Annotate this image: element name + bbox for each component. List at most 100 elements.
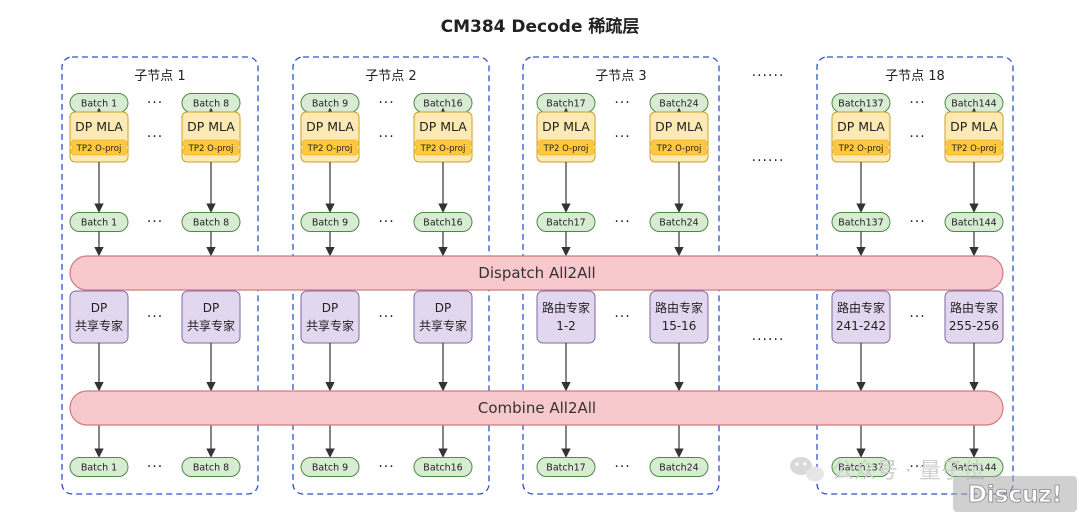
discuz-badge [953, 476, 1077, 512]
mla-right-n1-label: DP MLA [187, 119, 235, 134]
dots-mid-n2: ··· [378, 214, 394, 230]
mla-right-n2-tp-banner [413, 139, 473, 156]
mla-left-n4-tp-banner [831, 139, 891, 156]
batch-mid-left-n1-label: Batch 1 [81, 218, 117, 229]
dispatch-all2all-bar [69, 255, 1004, 291]
expert-right-n4-line-1: 路由专家 [950, 300, 998, 315]
batch-bottom-left-n1-label: Batch 1 [81, 463, 117, 474]
mla-left-n2-tp-label: TP2 O-proj [307, 144, 353, 154]
dispatch-all2all-label: Dispatch All2All [478, 264, 595, 282]
expert-right-n2-line-1: DP [435, 301, 451, 315]
mla-left-n3-tp-label: TP2 O-proj [543, 144, 589, 154]
dots-mla-n3: ··· [614, 129, 630, 145]
mla-right-n2-tp-label: TP2 O-proj [420, 144, 466, 154]
content-layer: 子节点 1 子节点 2 子节点 3 子节点 18 Batch 1 Batch 8 ··· DP… [61, 56, 1014, 495]
combine-all2all-bar [69, 390, 1004, 426]
batch-top-left-n1-label: Batch 1 [81, 99, 117, 110]
compute-node-label: 子节点 1 [134, 69, 185, 84]
batch-mid-right-n1-label: Batch 8 [193, 218, 229, 229]
mla-left-n4-tp-label: TP2 O-proj [838, 144, 884, 154]
batch-bottom-right-n2 [413, 457, 473, 477]
node-gap-dots-3: ······ [752, 332, 785, 348]
compute-node-label: 子节点 18 [885, 69, 945, 84]
compute-node-label: 子节点 3 [595, 69, 646, 84]
batch-top-right-n2-label: Batch16 [423, 99, 462, 110]
mla-left-n2-tp-banner [300, 139, 360, 156]
dots-top-n3: ··· [614, 95, 630, 111]
dots-mla-n4: ··· [909, 129, 925, 145]
expert-left-n4 [831, 290, 891, 344]
batch-mid-right-n3-label: Batch24 [659, 218, 698, 229]
expert-right-n1 [181, 290, 241, 344]
dots-expert-n1: ··· [147, 309, 163, 325]
dots-expert-n4: ··· [909, 309, 925, 325]
expert-right-n4-line-2: 255-256 [949, 319, 999, 333]
batch-mid-left-n4-label: Batch137 [838, 218, 883, 229]
expert-left-n4-line-1: 路由专家 [837, 300, 885, 315]
batch-bottom-left-n4-label: Batch137 [838, 463, 883, 474]
batch-mid-right-n2-label: Batch16 [423, 218, 462, 229]
batch-bottom-right-n2-label: Batch16 [423, 463, 462, 474]
batch-bottom-right-n1 [181, 457, 241, 477]
dots-mid-n1: ··· [147, 214, 163, 230]
mla-left-n1-label: DP MLA [75, 119, 123, 134]
batch-top-right-n1-label: Batch 8 [193, 99, 229, 110]
expert-left-n2 [300, 290, 360, 344]
expert-left-n1-line-2: 共享专家 [75, 318, 123, 333]
mla-right-n4-tp-label: TP2 O-proj [951, 144, 997, 154]
dots-top-n1: ··· [147, 95, 163, 111]
expert-left-n1 [69, 290, 129, 344]
batch-bottom-right-n1-label: Batch 8 [193, 463, 229, 474]
expert-right-n3-line-2: 15-16 [662, 319, 697, 333]
mla-left-n1-tp-label: TP2 O-proj [76, 144, 122, 154]
dots-mla-n1: ··· [147, 129, 163, 145]
batch-bottom-left-n3 [536, 457, 596, 477]
expert-right-n2-line-2: 共享专家 [419, 318, 467, 333]
diagram-title: CM384 Decode 稀疏层 [441, 16, 640, 37]
batch-bottom-right-n4-label: Batch144 [951, 463, 996, 474]
expert-right-n1-line-1: DP [203, 301, 219, 315]
batch-mid-left-n3-label: Batch17 [546, 218, 585, 229]
batch-bottom-left-n3-label: Batch17 [546, 463, 585, 474]
expert-right-n2 [413, 290, 473, 344]
dots-expert-n3: ··· [614, 309, 630, 325]
batch-mid-right-n4-label: Batch144 [951, 218, 996, 229]
expert-right-n4 [944, 290, 1004, 344]
mla-left-n3-tp-banner [536, 139, 596, 156]
expert-right-n3-line-1: 路由专家 [655, 300, 703, 315]
dots-mla-n2: ··· [378, 129, 394, 145]
mla-left-n2-label: DP MLA [306, 119, 354, 134]
mla-right-n1-tp-banner [181, 139, 241, 156]
compute-node-label: 子节点 2 [365, 69, 416, 84]
dots-bottom-n3: ··· [614, 459, 630, 475]
expert-right-n3 [649, 290, 709, 344]
mla-right-n4-tp-banner [944, 139, 1004, 156]
combine-all2all-label: Combine All2All [478, 399, 596, 417]
batch-bottom-right-n3 [649, 457, 709, 477]
batch-top-left-n3-label: Batch17 [546, 99, 585, 110]
batch-bottom-left-n2 [300, 457, 360, 477]
expert-left-n3-line-1: 路由专家 [542, 300, 590, 315]
dots-bottom-n2: ··· [378, 459, 394, 475]
mla-left-n4-label: DP MLA [837, 119, 885, 134]
batch-bottom-left-n4 [831, 457, 891, 477]
batch-bottom-left-n1 [69, 457, 129, 477]
dots-top-n2: ··· [378, 95, 394, 111]
batch-top-left-n2-label: Batch 9 [312, 99, 348, 110]
dots-expert-n2: ··· [378, 309, 394, 325]
node-gap-dots-1: ······ [752, 68, 785, 84]
dots-top-n4: ··· [909, 95, 925, 111]
mla-right-n3-tp-label: TP2 O-proj [656, 144, 702, 154]
watermark-layer: 公众号 · 量子位 Discuz! [790, 457, 1077, 512]
wechat-icon [790, 457, 824, 482]
mla-left-n3-label: DP MLA [542, 119, 590, 134]
batch-mid-left-n2-label: Batch 9 [312, 218, 348, 229]
expert-left-n3-line-2: 1-2 [556, 319, 576, 333]
expert-left-n2-line-2: 共享专家 [306, 318, 354, 333]
expert-left-n1-line-1: DP [91, 301, 107, 315]
dots-mid-n3: ··· [614, 214, 630, 230]
watermark-site: Discuz! [968, 482, 1063, 508]
expert-right-n1-line-2: 共享专家 [187, 318, 235, 333]
mla-right-n1-tp-label: TP2 O-proj [188, 144, 234, 154]
